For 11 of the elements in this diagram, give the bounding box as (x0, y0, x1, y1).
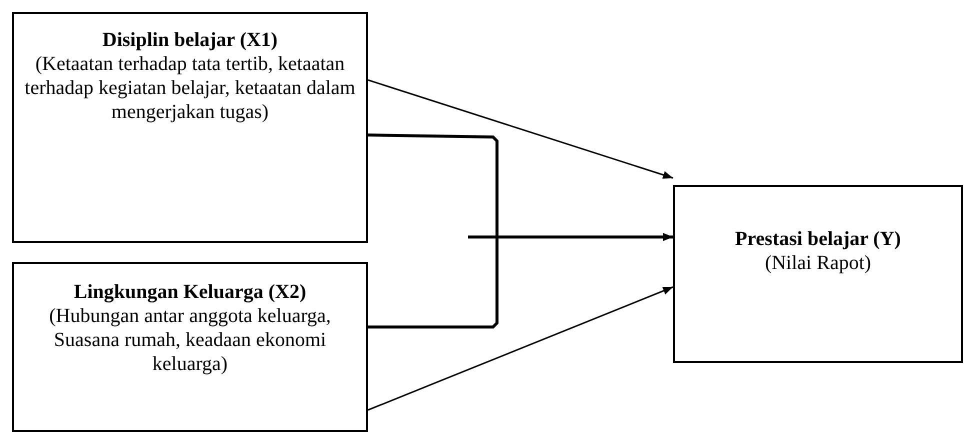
text-box (12, 262, 368, 432)
arrow (368, 286, 674, 411)
box-heading: Lingkungan Keluarga (X2) (72, 280, 308, 304)
box-description: (Ketaatan terhadap tata tertib, ketaatan terhadap kegiatan belajar, ketaatan dalam mengerjakan tugas) (24, 52, 356, 124)
box-description: (Hubungan antar anggota keluarga, Suasana rumah, keadaan ekonomi keluarga) (48, 304, 332, 376)
arrow (368, 79, 674, 179)
text-box (12, 12, 368, 243)
box-heading: Disiplin belajar (X1) (101, 28, 279, 52)
box-heading: Prestasi belajar (Y) (734, 227, 902, 251)
text-box (673, 185, 963, 363)
box-description: (Nilai Rapot) (764, 251, 872, 275)
